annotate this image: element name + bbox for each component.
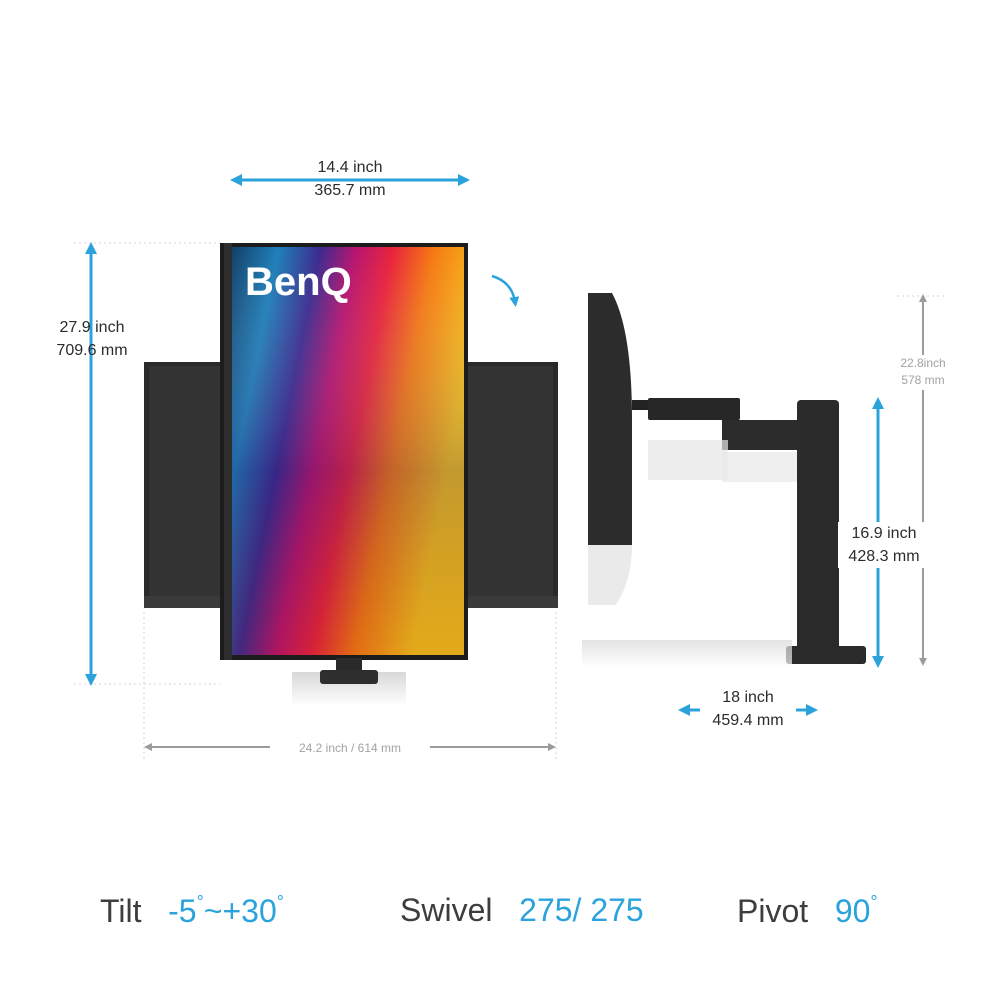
- portrait-monitor-base: [292, 658, 406, 706]
- swivel-spec: Swivel 275/ 275: [400, 892, 644, 928]
- side-height-label: 16.9 inch 428.3 mm: [838, 522, 930, 569]
- top-width-label: 14.4 inch 365.7 mm: [314, 159, 386, 200]
- rotate-arrow-icon: [491, 274, 520, 307]
- pivot-spec: Pivot 90°: [737, 892, 878, 929]
- portrait-monitor: BenQ: [220, 243, 468, 660]
- guide-lines: [74, 242, 945, 760]
- benq-logo: BenQ: [245, 260, 352, 304]
- side-depth-label: 18 inch 459.4 mm: [700, 686, 796, 733]
- bottom-width-label: 24.2 inch / 614 mm: [270, 740, 430, 758]
- left-height-label: 27.9 inch 709.6 mm: [56, 319, 128, 360]
- tilt-spec: Tilt -5°~+30°: [100, 892, 284, 929]
- side-view-monitor: [582, 293, 866, 668]
- side-max-height-label: 22.8inch 578 mm: [888, 355, 958, 390]
